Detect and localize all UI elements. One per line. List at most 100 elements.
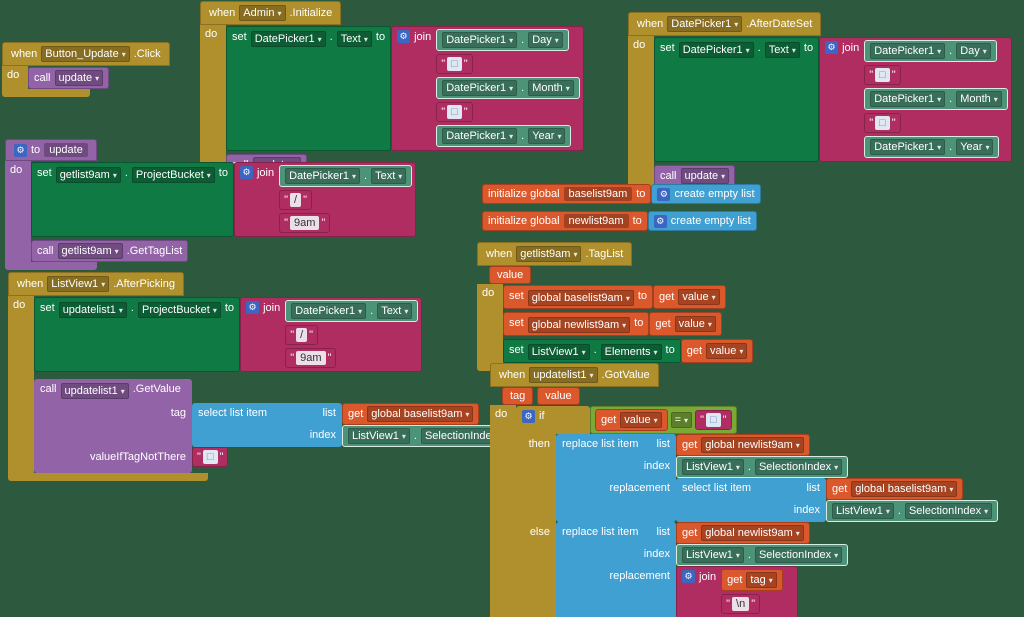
variable-dropdown[interactable]: value bbox=[678, 289, 720, 305]
property-getter-block[interactable]: DatePicker1 . Year bbox=[864, 136, 1000, 158]
set-property-block[interactable]: set DatePicker1 . Text to bbox=[226, 26, 392, 151]
event-param-value[interactable]: value bbox=[537, 387, 580, 405]
property-getter-block[interactable]: DatePicker1 . Day bbox=[436, 29, 569, 51]
text-block[interactable]: 9am bbox=[285, 348, 337, 368]
component-dropdown[interactable]: ListView1 bbox=[47, 276, 110, 292]
set-statement[interactable]: set DatePicker1 . Text to join bbox=[654, 37, 1012, 162]
set-statement[interactable]: set ListView1 . Elements to get value bbox=[503, 339, 754, 363]
event-header[interactable]: when ListView1 .AfterPicking bbox=[8, 272, 184, 296]
property-dropdown[interactable]: ProjectBucket bbox=[137, 302, 221, 318]
get-variable-block[interactable]: get value bbox=[595, 409, 668, 431]
variable-dropdown[interactable]: tag bbox=[746, 572, 777, 588]
set-global-statement[interactable]: set global baselist9am to get value bbox=[503, 285, 726, 309]
event-block-getlist9am-taglist[interactable]: when getlist9am .TagList value do set gl… bbox=[477, 242, 754, 371]
text-field[interactable]: □ bbox=[875, 116, 890, 130]
get-variable-block[interactable]: get tag bbox=[721, 569, 783, 591]
text-block[interactable]: □ bbox=[436, 102, 473, 122]
text-block[interactable]: 9am bbox=[279, 213, 331, 233]
property-dropdown[interactable]: SelectionIndex bbox=[754, 459, 843, 475]
create-empty-list-block[interactable]: create empty list bbox=[647, 211, 757, 231]
text-block[interactable]: / bbox=[285, 325, 319, 345]
text-block[interactable]: □ bbox=[695, 410, 732, 430]
property-dropdown[interactable]: SelectionIndex bbox=[754, 547, 843, 563]
component-dropdown[interactable]: DatePicker1 bbox=[870, 43, 946, 59]
property-getter-block[interactable]: DatePicker1 . Month bbox=[864, 88, 1008, 110]
text-field[interactable]: / bbox=[296, 328, 308, 342]
property-dropdown[interactable]: Month bbox=[528, 80, 574, 96]
get-variable-block[interactable]: get value bbox=[653, 285, 726, 309]
get-variable-block[interactable]: get global newlist9am bbox=[676, 522, 810, 544]
event-header[interactable]: when Button_Update .Click bbox=[2, 42, 170, 66]
event-block-admin-initialize[interactable]: when Admin .Initialize do set DatePicker… bbox=[200, 1, 584, 184]
mutator-gear-icon[interactable] bbox=[239, 166, 253, 179]
set-property-block[interactable]: set getlist9am . ProjectBucket to bbox=[31, 162, 234, 237]
property-getter-block[interactable]: ListView1 . SelectionIndex bbox=[826, 500, 999, 522]
component-dropdown[interactable]: DatePicker1 bbox=[285, 168, 361, 184]
mutator-gear-icon[interactable] bbox=[14, 143, 27, 157]
set-property-block[interactable]: set DatePicker1 . Text to bbox=[654, 37, 820, 162]
variable-dropdown[interactable]: global newlist9am bbox=[701, 437, 804, 453]
property-dropdown[interactable]: Year bbox=[956, 139, 994, 155]
property-dropdown[interactable]: SelectionIndex bbox=[420, 428, 509, 444]
mutator-gear-icon[interactable] bbox=[657, 187, 671, 201]
mutator-gear-icon[interactable] bbox=[653, 214, 667, 228]
event-header[interactable]: when updatelist1 .GotValue bbox=[490, 363, 659, 387]
set-property-block[interactable]: set updatelist1 . ProjectBucket to bbox=[34, 297, 241, 372]
variable-dropdown[interactable]: value bbox=[674, 316, 716, 332]
component-dropdown[interactable]: getlist9am bbox=[516, 246, 582, 262]
join-block[interactable]: join DatePicker1 . Text / 9am bbox=[240, 297, 423, 372]
variable-dropdown[interactable]: global baselist9am bbox=[367, 406, 474, 422]
replace-list-item-block[interactable]: replace list item list get global newlis… bbox=[556, 434, 999, 522]
event-block-datepicker-afterdateset[interactable]: when DatePicker1 .AfterDateSet do set Da… bbox=[628, 12, 1012, 195]
if-block[interactable]: if get value = □ then bbox=[516, 406, 999, 617]
equals-compare-block[interactable]: get value = □ bbox=[590, 406, 737, 434]
text-field[interactable]: 9am bbox=[296, 351, 326, 365]
join-block[interactable]: join get tag \n bbox=[676, 566, 798, 617]
property-getter-block[interactable]: DatePicker1 . Text bbox=[285, 300, 419, 322]
join-block[interactable]: join DatePicker1 . Day □ DatePicker1 bbox=[391, 26, 584, 151]
event-header[interactable]: when Admin .Initialize bbox=[200, 1, 342, 25]
event-block-button-update-click[interactable]: when Button_Update .Click do call update bbox=[2, 42, 170, 97]
property-getter-block[interactable]: DatePicker1 . Day bbox=[864, 40, 997, 62]
property-getter-block[interactable]: DatePicker1 . Month bbox=[436, 77, 580, 99]
event-header[interactable]: when getlist9am .TagList bbox=[477, 242, 633, 266]
text-block[interactable]: □ bbox=[864, 113, 901, 133]
set-global-statement[interactable]: set global newlist9am to get value bbox=[503, 312, 722, 336]
component-dropdown[interactable]: getlist9am bbox=[57, 243, 123, 259]
text-field[interactable]: □ bbox=[875, 68, 890, 82]
variable-dropdown[interactable]: global baselist9am bbox=[851, 481, 958, 497]
component-dropdown[interactable]: DatePicker1 bbox=[250, 31, 326, 47]
event-block-listview-afterpicking[interactable]: when ListView1 .AfterPicking do set upda… bbox=[8, 272, 515, 481]
call-method-block[interactable]: call getlist9am .GetTagList bbox=[31, 240, 189, 262]
mutator-gear-icon[interactable] bbox=[246, 301, 260, 314]
property-dropdown[interactable]: Year bbox=[528, 128, 566, 144]
procedure-dropdown[interactable]: update bbox=[54, 70, 104, 86]
variable-name-field[interactable]: baselist9am bbox=[563, 187, 633, 201]
property-dropdown[interactable]: Text bbox=[764, 42, 800, 58]
variable-dropdown[interactable]: value bbox=[620, 412, 662, 428]
component-dropdown[interactable]: ListView1 bbox=[527, 344, 590, 360]
component-dropdown[interactable]: DatePicker1 bbox=[870, 91, 946, 107]
property-dropdown[interactable]: Text bbox=[371, 168, 407, 184]
text-field[interactable]: □ bbox=[447, 105, 462, 119]
event-param-value[interactable]: value bbox=[489, 266, 532, 284]
component-dropdown[interactable]: updatelist1 bbox=[529, 367, 598, 383]
component-dropdown[interactable]: ListView1 bbox=[682, 459, 744, 475]
get-variable-block[interactable]: get global baselist9am bbox=[826, 478, 964, 500]
text-field[interactable]: □ bbox=[202, 450, 218, 464]
component-dropdown[interactable]: DatePicker1 bbox=[291, 303, 367, 319]
property-dropdown[interactable]: Text bbox=[377, 303, 413, 319]
component-dropdown[interactable]: Admin bbox=[239, 5, 286, 21]
text-block[interactable]: \n bbox=[721, 594, 761, 614]
call-procedure-block[interactable]: call update bbox=[28, 67, 110, 89]
text-block[interactable]: □ bbox=[436, 54, 473, 74]
text-block[interactable]: / bbox=[279, 190, 312, 210]
set-statement[interactable]: set getlist9am . ProjectBucket to join bbox=[31, 162, 417, 237]
variable-dropdown[interactable]: value bbox=[706, 343, 748, 359]
component-dropdown[interactable]: DatePicker1 bbox=[678, 42, 754, 58]
set-statement[interactable]: set updatelist1 . ProjectBucket to join bbox=[34, 297, 423, 372]
init-global-baselist9am[interactable]: initialize global baselist9am to create … bbox=[482, 184, 761, 204]
property-getter-block[interactable]: DatePicker1 . Text bbox=[279, 165, 413, 187]
property-dropdown[interactable]: Day bbox=[956, 43, 991, 59]
